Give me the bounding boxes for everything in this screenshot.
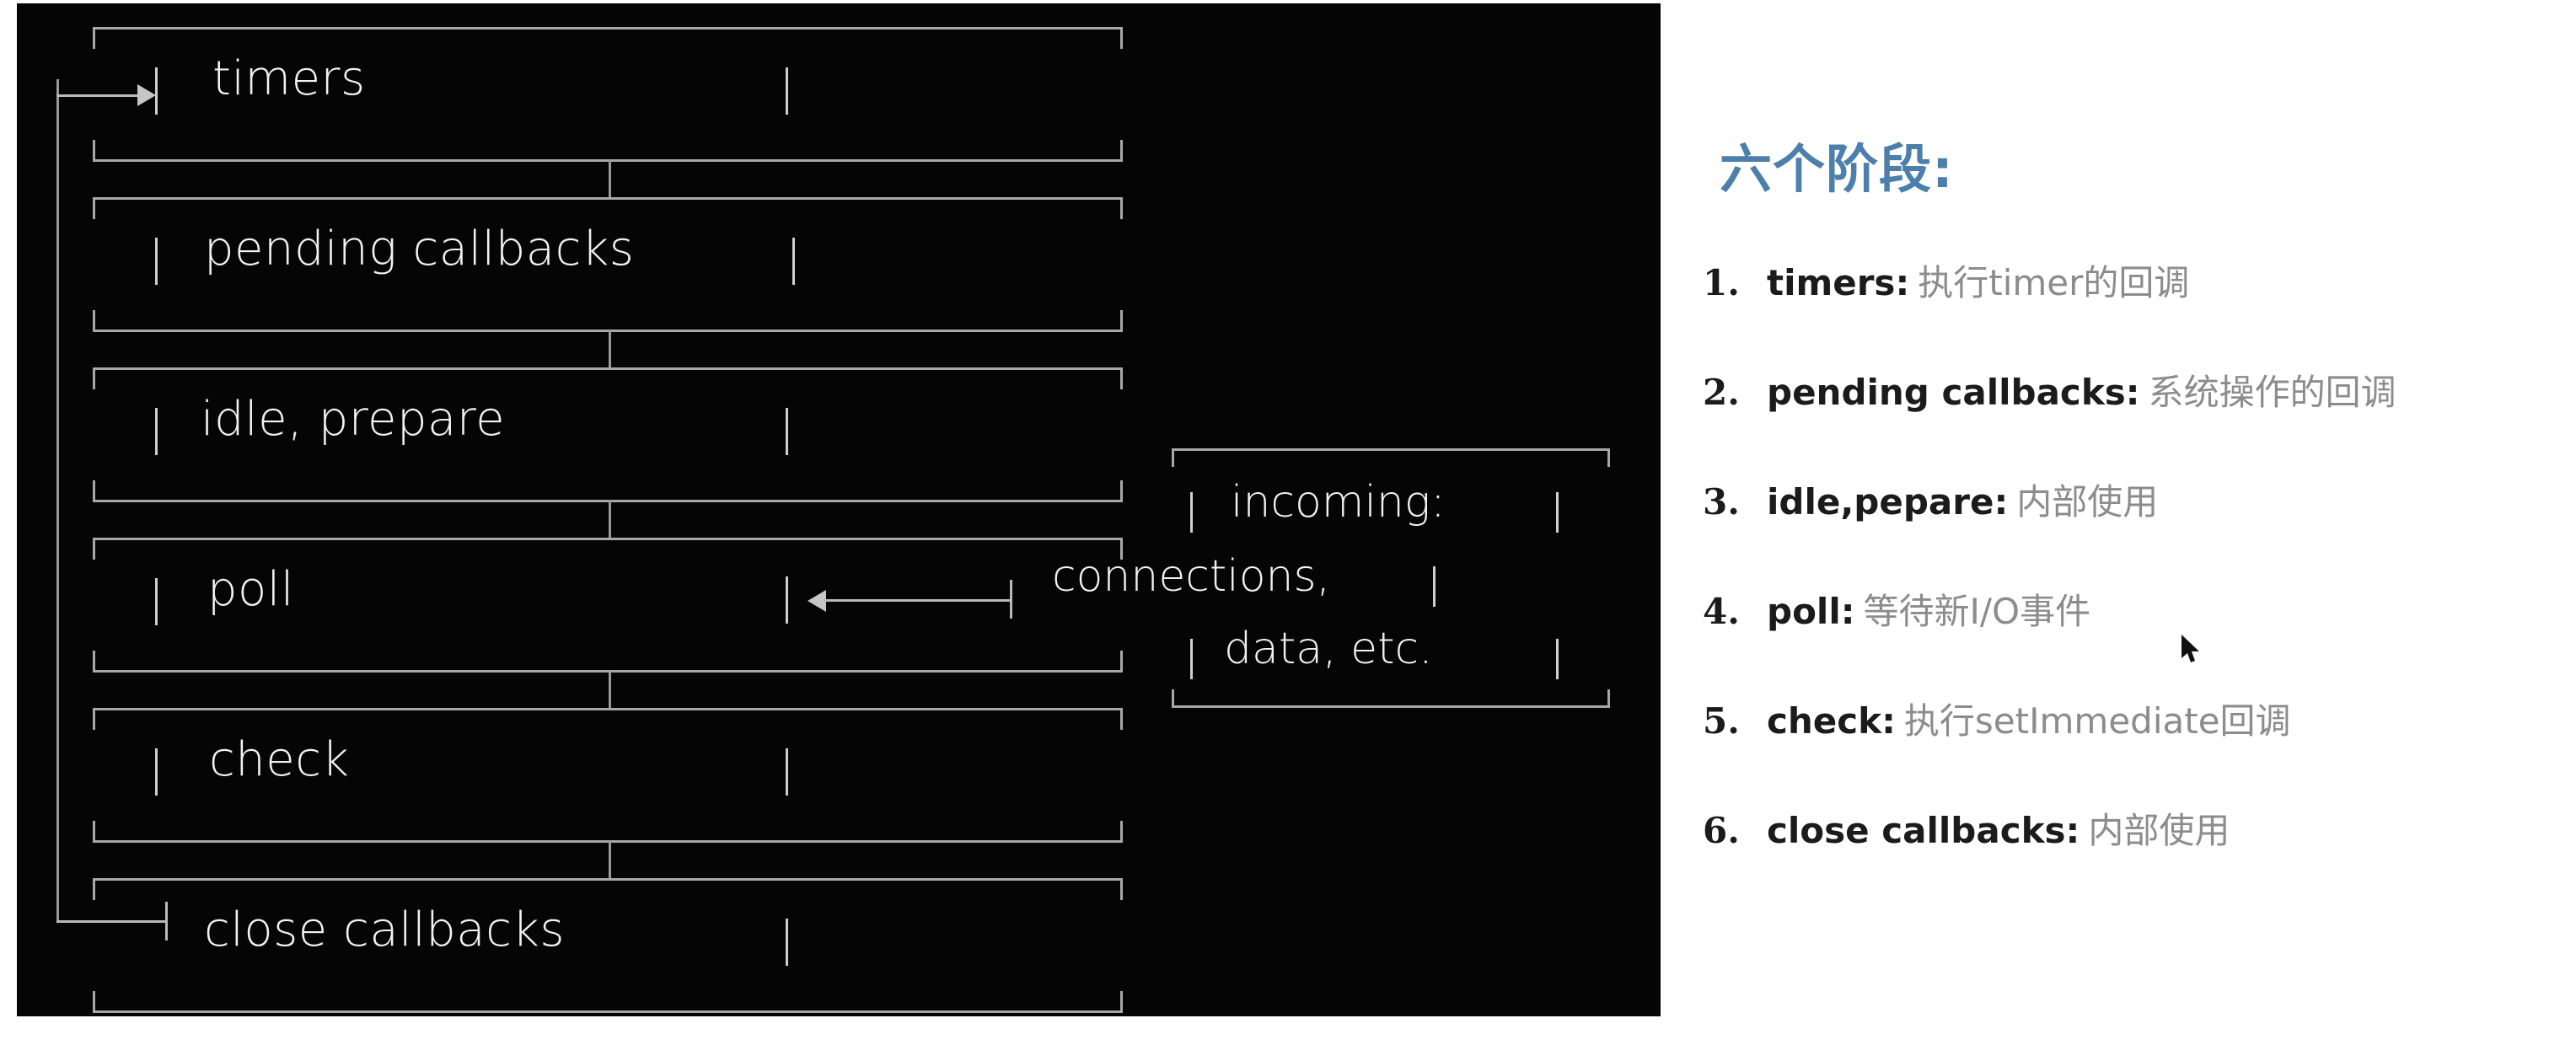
list-item: 5. check : 执行setImmediate回调	[1703, 693, 2571, 743]
incoming-pipe-left-3	[1190, 639, 1193, 679]
incoming-connections-box	[1172, 448, 1610, 708]
list-item-number: 4.	[1703, 591, 1740, 632]
entry-arrowhead-icon	[137, 84, 156, 106]
loop-back-rail	[56, 79, 59, 922]
list-item: 3. idle,pepare : 内部使用	[1703, 474, 2571, 524]
list-item-colon: :	[1895, 262, 1910, 303]
phase-pipe-left-pending-callbacks	[155, 238, 158, 285]
incoming-line-2: connections,	[1052, 551, 1331, 602]
phase-box-check	[93, 708, 1123, 843]
incoming-arrow-tailcap	[1010, 580, 1012, 619]
list-item-term: check	[1767, 700, 1882, 742]
list-item-colon: :	[2125, 372, 2140, 413]
incoming-line-1: incoming:	[1231, 477, 1446, 528]
entry-arrow-stem	[56, 94, 139, 97]
list-item-term: poll	[1767, 591, 1841, 632]
phase-connector-4	[609, 671, 611, 710]
incoming-pipe-right-3	[1556, 639, 1559, 679]
phase-connector-2	[609, 330, 611, 369]
phase-box-pending-callbacks	[93, 197, 1123, 332]
phase-box-timers	[93, 27, 1123, 162]
phase-pipe-right-poll	[786, 576, 788, 624]
notes-panel: 六个阶段: 1. timers : 执行timer的回调 2. pending …	[1677, 0, 2576, 1045]
list-item-number: 3.	[1703, 481, 1740, 522]
list-item-colon: :	[1994, 481, 2009, 522]
list-item-desc: 内部使用	[2016, 481, 2159, 522]
list-item-desc: 系统操作的回调	[2148, 372, 2396, 413]
phase-pipe-right-timers	[786, 67, 788, 115]
incoming-pipe-left-1	[1190, 492, 1193, 533]
list-item-desc: 执行timer的回调	[1918, 262, 2190, 303]
loop-return-tick	[165, 902, 168, 940]
phase-pipe-left-idle-prepare	[155, 408, 158, 455]
phase-box-close-callbacks	[93, 878, 1123, 1013]
list-item-term: timers	[1767, 262, 1896, 303]
phase-label-idle-prepare: idle, prepare	[201, 392, 506, 447]
mouse-cursor-icon	[2182, 635, 2199, 662]
phase-label-check: check	[209, 732, 350, 787]
phase-connector-1	[609, 160, 611, 199]
list-item: 1. timers : 执行timer的回调	[1703, 255, 2571, 305]
list-item-colon: :	[1840, 591, 1855, 632]
list-item: 6. close callbacks : 内部使用	[1703, 802, 2571, 853]
incoming-arrow-stem	[824, 599, 1012, 602]
phase-label-close-callbacks: close callbacks	[204, 903, 566, 957]
incoming-line-3: data, etc.	[1224, 624, 1433, 674]
phase-pipe-left-timers	[155, 67, 158, 115]
list-item-number: 5.	[1703, 700, 1740, 742]
phase-pipe-right-idle-prepare	[786, 408, 788, 455]
phase-connector-5	[609, 841, 611, 880]
notes-title: 六个阶段:	[1720, 138, 1954, 200]
phase-box-poll	[93, 538, 1123, 673]
list-item-number: 6.	[1703, 810, 1740, 851]
eventloop-diagram-panel: timers pending callbacks idle, prepare p…	[17, 3, 1661, 1016]
phase-box-idle-prepare	[93, 367, 1123, 502]
list-item: 2. pending callbacks : 系统操作的回调	[1703, 364, 2571, 415]
phase-label-pending-callbacks: pending callbacks	[204, 222, 635, 276]
phase-connector-3	[609, 501, 611, 539]
list-item-number: 2.	[1703, 372, 1740, 413]
phase-label-timers: timers	[212, 51, 366, 106]
list-item: 4. poll : 等待新I/O事件	[1703, 583, 2571, 634]
list-item-term: pending callbacks	[1767, 372, 2126, 413]
list-item-term: close callbacks	[1767, 810, 2066, 851]
phase-pipe-left-check	[155, 748, 158, 796]
list-item-term: idle,pepare	[1767, 481, 1994, 522]
list-item-desc: 等待新I/O事件	[1863, 591, 2091, 632]
loop-return-stem	[56, 920, 168, 923]
list-item-desc: 执行setImmediate回调	[1903, 700, 2291, 742]
list-item-colon: :	[1881, 700, 1896, 742]
phase-label-poll: poll	[207, 562, 294, 617]
phase-pipe-right-check	[786, 748, 788, 796]
list-item-desc: 内部使用	[2088, 810, 2230, 851]
list-item-colon: :	[2065, 810, 2080, 851]
list-item-number: 1.	[1703, 262, 1740, 303]
incoming-pipe-right-1	[1556, 492, 1559, 533]
phase-pipe-right-pending-callbacks	[792, 238, 795, 285]
phase-pipe-right-close-callbacks	[786, 919, 788, 966]
incoming-arrowhead-icon	[808, 590, 826, 612]
incoming-pipe-right-2	[1433, 566, 1436, 607]
phase-pipe-left-poll	[155, 578, 158, 625]
